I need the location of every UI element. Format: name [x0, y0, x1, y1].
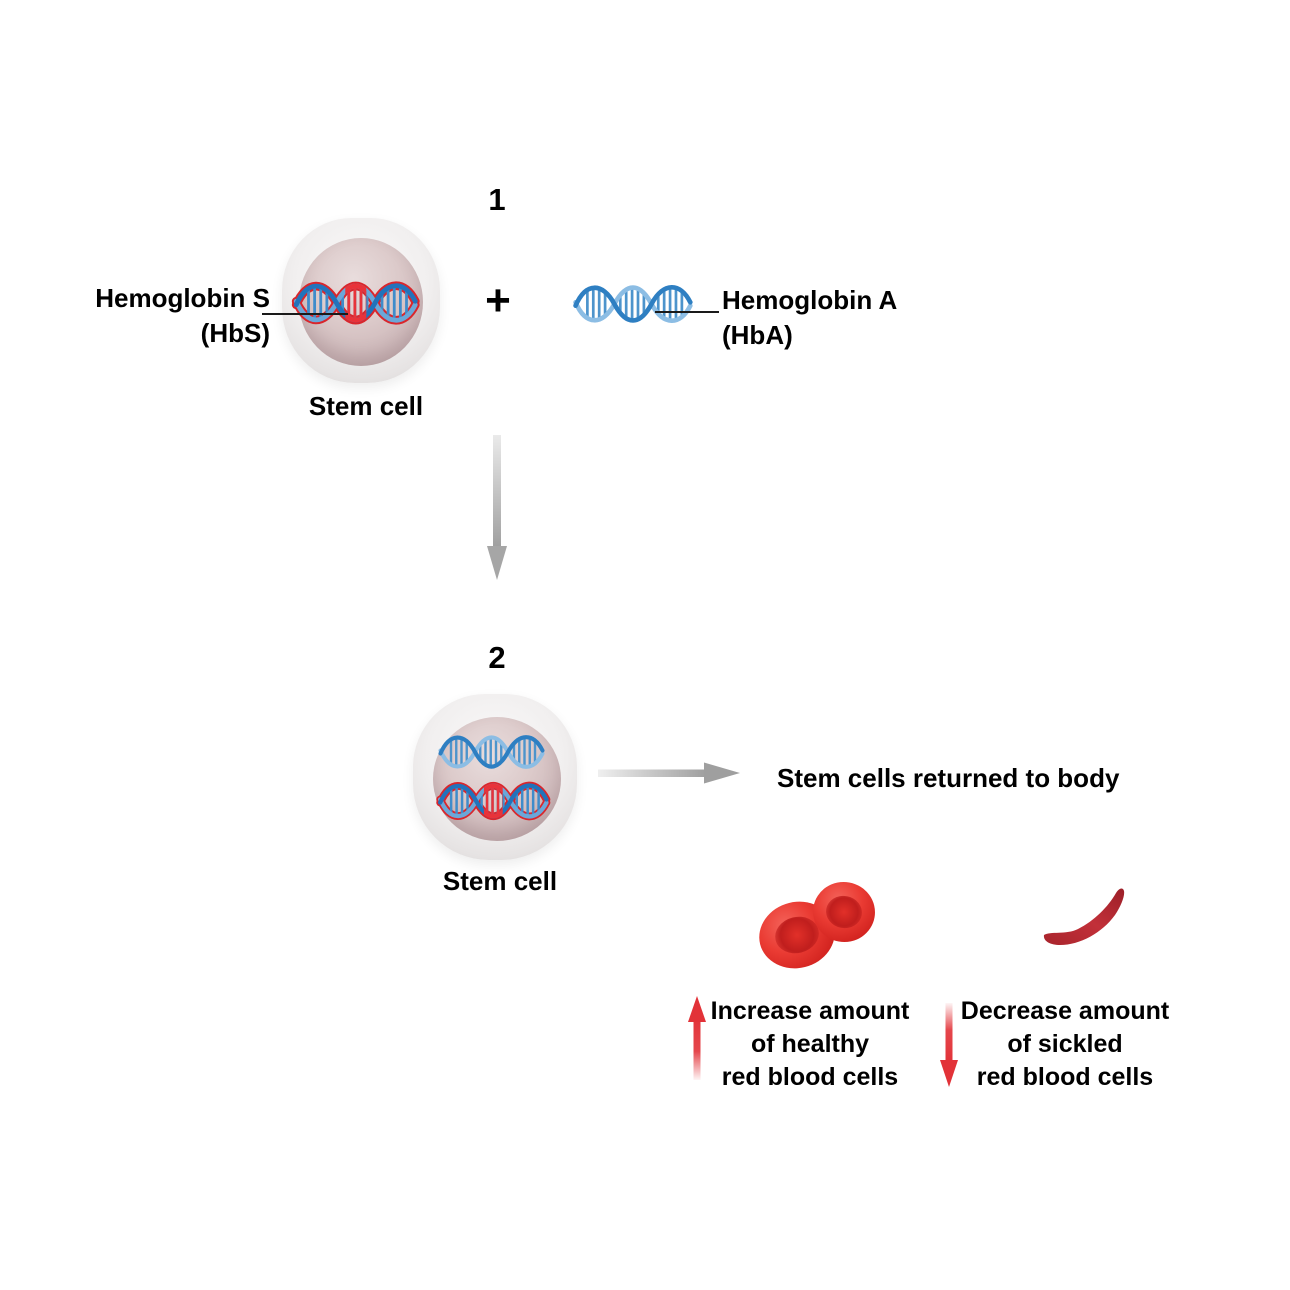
down-arrow-icon — [487, 435, 507, 580]
hbs-pointer-line — [262, 313, 348, 315]
decrease-text-line1: Decrease amount — [960, 997, 1170, 1025]
increase-text-line3: red blood cells — [721, 1063, 899, 1091]
healthy-rbc-icon — [752, 877, 880, 977]
hba-dna-icon — [433, 728, 559, 776]
result-text: Stem cells returned to body — [777, 763, 1120, 793]
plus-sign: + — [485, 276, 511, 325]
decrease-text-line3: red blood cells — [976, 1063, 1154, 1091]
hba-pointer-line — [655, 311, 719, 313]
decrease-text: Decrease amount of sickled red blood cel… — [955, 995, 1175, 1094]
increase-arrow-icon — [688, 996, 706, 1080]
stem-cell-1 — [282, 218, 440, 383]
stem-cell-1-caption: Stem cell — [308, 391, 424, 421]
hba-label-line2: (HbA) — [722, 320, 793, 350]
increase-text: Increase amount of healthy red blood cel… — [700, 995, 920, 1094]
step-2-number: 2 — [488, 640, 506, 675]
hbs-dna-icon — [433, 776, 563, 826]
stem-cell-2-caption: Stem cell — [442, 866, 558, 896]
increase-text-line1: Increase amount — [710, 997, 910, 1025]
hbs-dna-icon — [291, 275, 431, 331]
hbs-label-line2: (HbS) — [200, 318, 270, 348]
hbs-label-line1: Hemoglobin S — [95, 283, 270, 313]
rbc-dimple — [823, 892, 865, 932]
hbs-label: Hemoglobin S (HbS) — [60, 281, 270, 351]
hba-label: Hemoglobin A (HbA) — [722, 283, 942, 353]
increase-text-line2: of healthy — [750, 1030, 870, 1058]
decrease-text-line2: of sickled — [1007, 1030, 1123, 1058]
step-1-number: 1 — [488, 182, 506, 217]
right-arrow-icon — [598, 762, 740, 784]
hba-dna-icon — [562, 277, 714, 331]
sickle-cell-icon — [1043, 888, 1125, 945]
stem-cell-2 — [413, 694, 577, 860]
decrease-arrow-icon — [940, 1003, 958, 1087]
hba-label-line1: Hemoglobin A — [722, 285, 898, 315]
